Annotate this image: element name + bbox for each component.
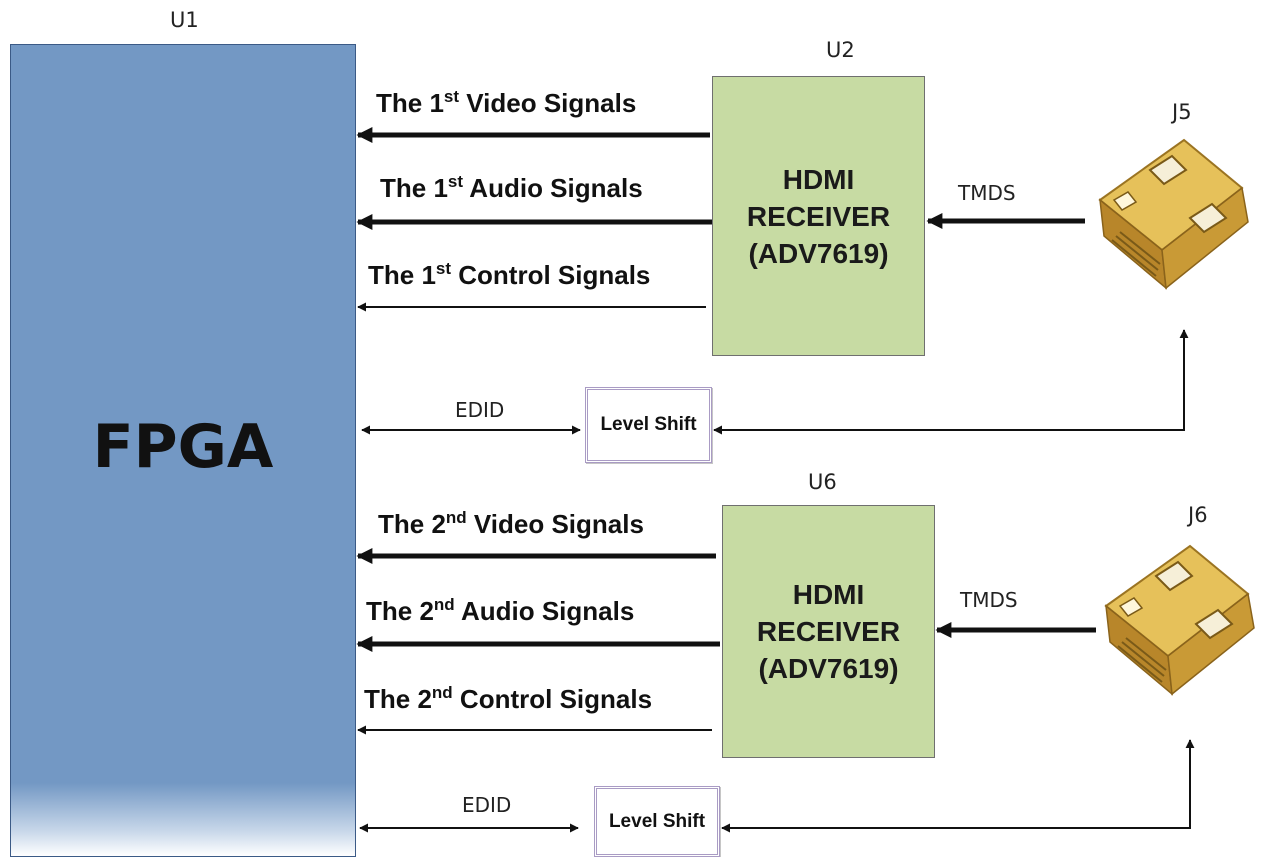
ddc-2-line bbox=[721, 739, 1195, 833]
level-shift-2-block: Level Shift bbox=[594, 786, 720, 857]
connector-j6-ref-label: J6 bbox=[1188, 503, 1208, 527]
receiver-1-line-2: RECEIVER bbox=[746, 200, 891, 232]
audio-signal-2-label: The 2nd Audio Signals bbox=[366, 595, 635, 626]
video-signal-1-label: The 1st Video Signals bbox=[376, 87, 637, 118]
fpga-ref-label: U1 bbox=[170, 8, 199, 32]
fpga-label: FPGA bbox=[92, 412, 274, 482]
connector-j5-ref-label: J5 bbox=[1172, 100, 1192, 124]
control-signal-1-label: The 1st Control Signals bbox=[368, 259, 651, 290]
hdmi-receiver-2-block: HDMI RECEIVER (ADV7619) bbox=[722, 505, 935, 758]
level-shift-1-block: Level Shift bbox=[585, 387, 712, 463]
receiver-2-ref-label: U6 bbox=[808, 470, 837, 494]
edid-1-label: EDID bbox=[455, 398, 505, 422]
receiver-1-ref-label: U2 bbox=[826, 38, 855, 62]
ddc-1-line bbox=[713, 329, 1189, 435]
hdmi-receiver-1-block: HDMI RECEIVER (ADV7619) bbox=[712, 76, 925, 356]
tmds-2-label: TMDS bbox=[960, 588, 1018, 612]
hdmi-connector-j6-icon bbox=[1104, 544, 1255, 696]
video-signal-2-label: The 2nd Video Signals bbox=[378, 508, 644, 539]
tmds-1-label: TMDS bbox=[958, 181, 1016, 205]
audio-signal-1-label: The 1st Audio Signals bbox=[380, 172, 643, 203]
edid-2-label: EDID bbox=[462, 793, 512, 817]
receiver-2-line-2: RECEIVER bbox=[756, 616, 901, 647]
hdmi-connector-j5-icon bbox=[1098, 138, 1249, 290]
receiver-2-line-3: (ADV7619) bbox=[758, 653, 899, 684]
fpga-block bbox=[10, 44, 356, 857]
receiver-2-line-1: HDMI bbox=[792, 579, 865, 610]
receiver-1-line-3: (ADV7619) bbox=[748, 237, 889, 269]
receiver-1-line-1: HDMI bbox=[782, 163, 855, 195]
control-signal-2-label: The 2nd Control Signals bbox=[364, 683, 653, 714]
